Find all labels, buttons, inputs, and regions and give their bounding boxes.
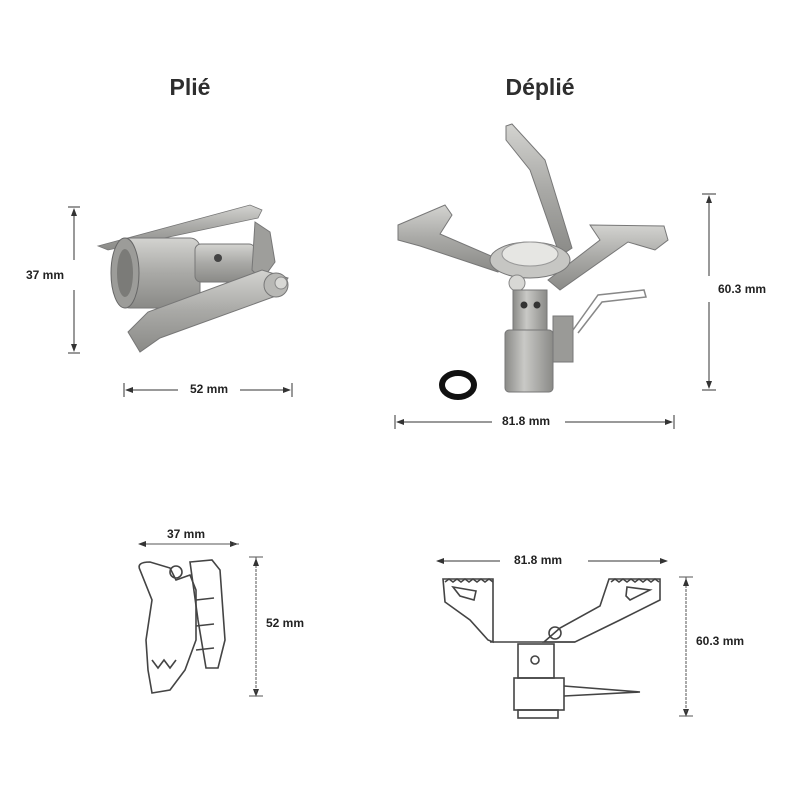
o-ring-icon <box>439 370 477 400</box>
folded-stove-photo <box>96 204 289 353</box>
unfolded-drawing-width-label: 81.8 mm <box>510 553 567 567</box>
unfolded-drawing-height-label: 60.3 mm <box>696 634 745 648</box>
folded-photo-height-label: 37 mm <box>26 268 65 282</box>
folded-title: Plié <box>169 74 211 100</box>
unfolded-stove-photo <box>397 123 669 400</box>
unfolded-photo-width-label: 81.8 mm <box>498 414 555 428</box>
folded-drawing-height-label: 52 mm <box>266 616 305 630</box>
folded-drawing-width-label: 37 mm <box>167 527 206 541</box>
unfolded-photo-height-label: 60.3 mm <box>718 282 767 296</box>
folded-stove-drawing <box>138 559 226 694</box>
unfolded-title: Déplié <box>505 74 575 100</box>
unfolded-stove-drawing <box>442 578 661 719</box>
folded-photo-width-label: 52 mm <box>186 382 233 396</box>
